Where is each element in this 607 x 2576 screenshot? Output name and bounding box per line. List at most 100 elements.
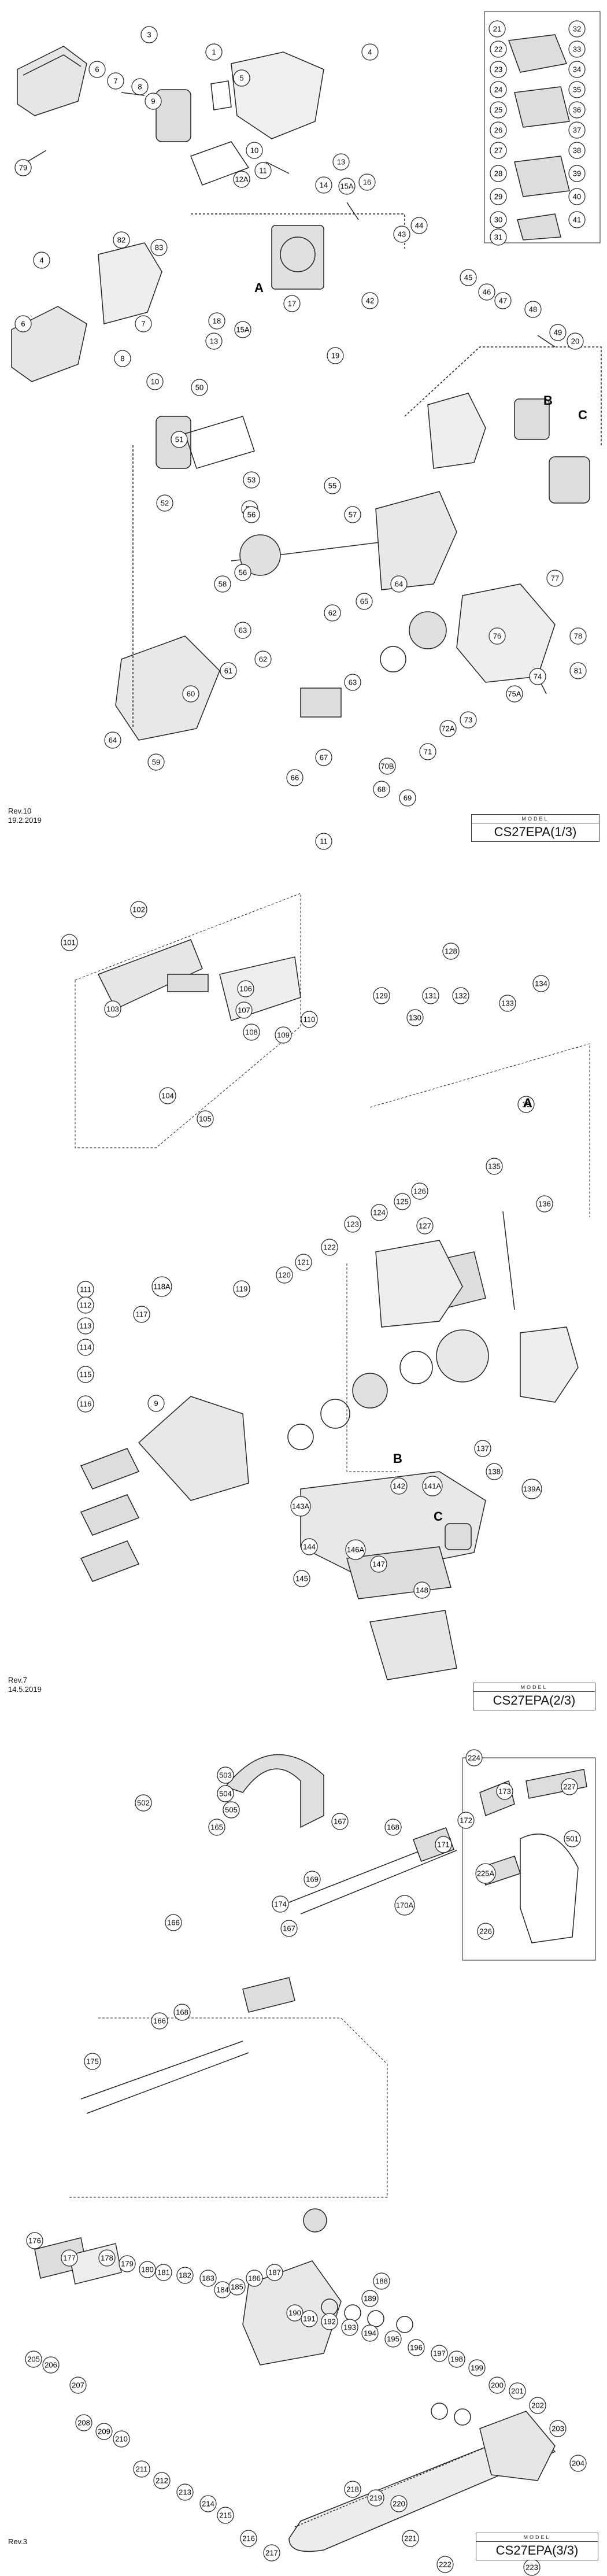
callout-number: 502	[137, 1799, 150, 1808]
revision-number: Rev.7	[8, 1676, 27, 1684]
callout-circle	[394, 1193, 411, 1210]
callout-number: 212	[156, 2477, 168, 2485]
callout-circle	[488, 627, 506, 645]
callout-circle	[176, 2267, 194, 2284]
callout-number: 145	[295, 1575, 308, 1583]
callout-number: 8	[138, 83, 142, 91]
callout-circle	[208, 312, 225, 330]
callout-circle	[442, 943, 460, 960]
revision-number: Rev.3	[8, 2537, 27, 2546]
callout-circle	[379, 757, 396, 775]
callout-number: 143A	[292, 1502, 310, 1511]
callout-circle	[390, 1477, 408, 1495]
callout-circle	[139, 2261, 156, 2278]
sheet-1: 1A23A456789101112A131415A161715A13181942…	[0, 0, 607, 859]
callout-circle	[460, 269, 477, 286]
callout-number: 4	[39, 256, 43, 265]
model-label: MODEL	[476, 2533, 598, 2542]
callout-number: 21	[493, 25, 501, 34]
callout-number: 146A	[347, 1546, 365, 1554]
callout-circle	[370, 1555, 387, 1573]
callout-181: 181	[155, 2264, 172, 2281]
callout-202: 202	[529, 2397, 546, 2414]
callout-7: 7	[135, 315, 152, 332]
callout-number: 14	[320, 181, 328, 190]
callout-number: 168	[387, 1823, 399, 1832]
callout-circle	[431, 2345, 448, 2362]
callout-79: 79	[14, 159, 32, 176]
callout-number: 26	[494, 126, 502, 135]
callout-number: 78	[574, 632, 582, 641]
callout-circle	[75, 2414, 92, 2431]
callout-circle	[107, 72, 124, 90]
callout-number: 166	[153, 2017, 166, 2026]
callout-circle	[344, 674, 361, 691]
callout-35: 35	[568, 81, 586, 98]
callout-193: 193	[341, 2319, 358, 2336]
callout-119: 119	[233, 1280, 250, 1298]
callout-170A: 170A	[394, 1895, 415, 1916]
callout-number: 138	[488, 1468, 501, 1476]
callout-225A: 225A	[475, 1863, 496, 1884]
sheet-3-callouts: 161162163164165166167168169170A171172173…	[25, 1749, 587, 2576]
top-cover-shape	[231, 51, 324, 139]
callout-number: 118A	[153, 1283, 171, 1291]
callout-circle	[561, 1778, 578, 1795]
callout-49: 49	[549, 324, 567, 341]
callout-number: 167	[334, 1817, 346, 1826]
callout-121: 121	[295, 1254, 312, 1271]
callout-circle	[77, 1296, 94, 1314]
callout-6: 6	[14, 315, 32, 332]
model-name: CS27EPA(1/3)	[494, 825, 577, 839]
callout-circle	[275, 1026, 292, 1044]
callout-number: 177	[63, 2254, 76, 2263]
callout-circle	[568, 142, 586, 159]
callout-30: 30	[490, 211, 507, 228]
callout-177: 177	[61, 2249, 78, 2267]
callout-113: 113	[77, 1317, 94, 1335]
callout-number: 41	[573, 216, 581, 224]
callout-circle	[84, 2053, 101, 2070]
callout-circle	[356, 593, 373, 610]
callout-circle	[524, 301, 542, 318]
callout-number: 64	[395, 580, 403, 589]
callout-number: 1	[212, 48, 216, 57]
callout-185: 185	[228, 2278, 246, 2296]
callout-number: 193	[343, 2323, 356, 2332]
callout-circle	[465, 1749, 483, 1766]
callout-175: 175	[84, 2053, 101, 2070]
callout-7: 7	[107, 72, 124, 90]
callout-number: 170A	[396, 1901, 414, 1910]
callout-circle	[234, 622, 251, 639]
callout-199: 199	[468, 2359, 486, 2377]
callout-number: 77	[551, 574, 559, 583]
callout-12A: 12A	[233, 171, 250, 188]
sheet-1-diagram: 1A23A456789101112A131415A161715A13181942…	[11, 11, 602, 850]
callout-circle	[568, 101, 586, 119]
letter-a: A	[523, 1096, 532, 1110]
callout-circle	[147, 753, 165, 771]
callout-number: 58	[219, 580, 227, 589]
callout-number: 173	[498, 1787, 511, 1796]
callout-183: 183	[199, 2270, 217, 2287]
callout-187: 187	[266, 2264, 283, 2281]
callout-number: 120	[278, 1271, 291, 1280]
callout-73: 73	[460, 711, 477, 729]
callout-207: 207	[69, 2377, 87, 2394]
callout-77: 77	[546, 570, 564, 587]
callout-circle	[301, 1538, 318, 1555]
callout-number: 111	[80, 1285, 91, 1294]
revision-date: 14.5.2019	[8, 1685, 42, 1694]
callout-number: 13	[337, 158, 345, 167]
cylinder-shape	[271, 225, 324, 290]
callout-circle	[135, 1794, 152, 1812]
callout-circle	[233, 69, 250, 87]
callout-number: 62	[259, 655, 267, 664]
callout-number: 203	[552, 2425, 564, 2433]
revision-date: 19.2.2019	[8, 816, 42, 825]
callout-number: 117	[136, 1310, 148, 1319]
callout-number: 49	[554, 328, 562, 337]
callout-59: 59	[147, 753, 165, 771]
callout-number: 20	[571, 337, 579, 346]
sheet-3-diagram: 161162163164165166167168169170A171172173…	[25, 1749, 596, 2576]
